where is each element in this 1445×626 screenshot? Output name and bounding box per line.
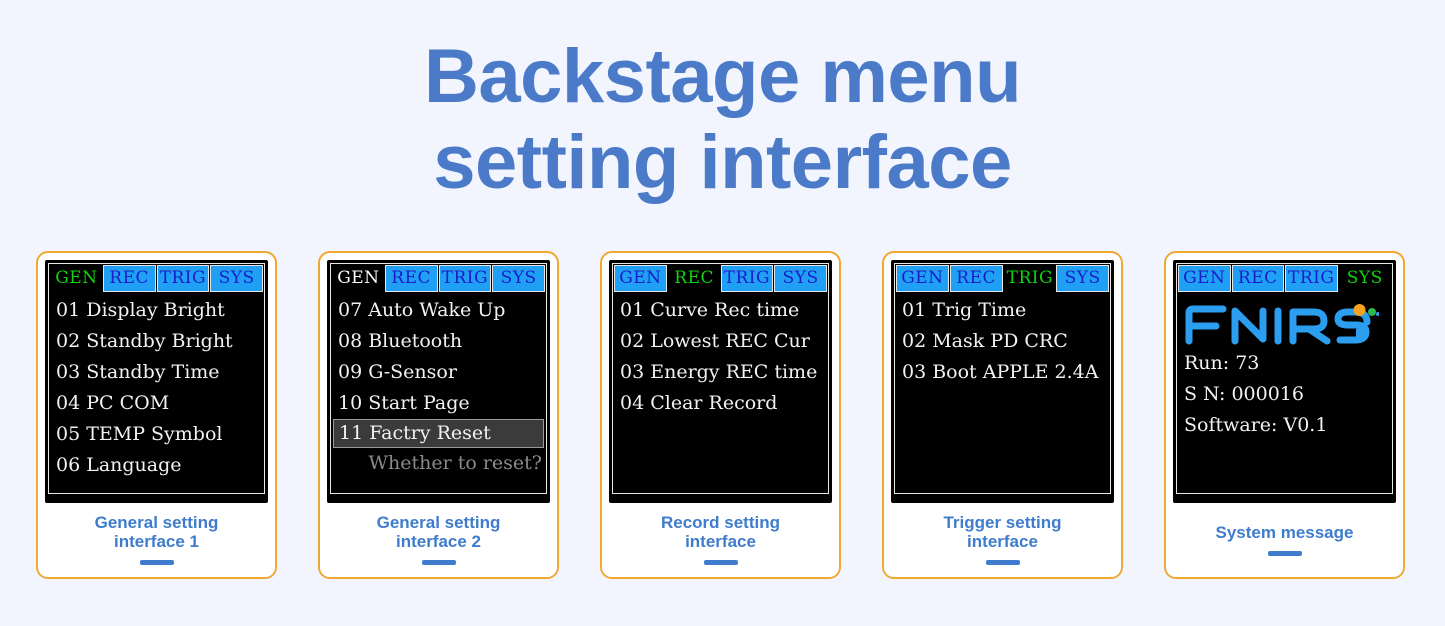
tab-gen[interactable]: GEN [614, 265, 667, 292]
menu-item[interactable]: 01 Curve Rec time [620, 299, 800, 321]
card-caption-text: Trigger setting interface [943, 513, 1062, 551]
tab-rec[interactable]: REC [949, 265, 1003, 292]
caption-underline-bar [1267, 550, 1302, 556]
menu-item[interactable]: 05 TEMP Symbol [56, 423, 223, 445]
tab-trig[interactable]: TRIG [1003, 265, 1057, 292]
menu-item[interactable]: 09 G-Sensor [338, 361, 457, 383]
tab-rec[interactable]: REC [1231, 265, 1284, 292]
tab-trig[interactable]: TRIG [720, 265, 774, 292]
system-info-row: S N: 000016 [1184, 383, 1304, 405]
menu-item[interactable]: 01 Trig Time [902, 299, 1027, 321]
menu-list: 01 Curve Rec time 02 Lowest REC Cur 03 Ene… [613, 292, 828, 493]
tab-rec[interactable]: REC [384, 265, 438, 292]
menu-list: 01 Display Bright 02 Standby Bright 03 Sta… [49, 292, 264, 493]
card-caption: Record setting interface [602, 503, 839, 577]
card-caption: System message [1166, 503, 1403, 577]
card-caption: General setting interface 1 [38, 503, 275, 577]
menu-item[interactable]: 03 Boot APPLE 2.4A [902, 361, 1099, 383]
menu-list: 07 Auto Wake Up 08 Bluetooth 09 G-Sensor 10… [331, 292, 546, 493]
tab-gen[interactable]: GEN [1178, 265, 1231, 292]
tab-sys[interactable]: SYS [1338, 265, 1391, 292]
menu-item[interactable]: 03 Energy REC time [620, 361, 818, 383]
tab-sys[interactable]: SYS [1056, 265, 1109, 292]
menu-item[interactable]: 02 Lowest REC Cur [620, 330, 810, 352]
tab-trig[interactable]: TRIG [1285, 265, 1338, 292]
page-title-line-2: setting interface [433, 120, 1012, 205]
caption-underline-bar [139, 560, 174, 565]
menu-item[interactable]: 01 Display Bright [56, 299, 225, 321]
menu-item[interactable]: 06 Language [56, 454, 182, 476]
card-caption-text: Record setting interface [660, 513, 781, 551]
page-title-line-1: Backstage menu [423, 34, 1022, 119]
fnirsi-logo [1177, 296, 1392, 348]
tab-rec[interactable]: REC [667, 265, 721, 292]
system-info-row: Run: 73 [1184, 352, 1260, 374]
menu-item[interactable]: 02 Mask PD CRC [902, 330, 1068, 352]
menu-item[interactable]: 07 Auto Wake Up [338, 299, 506, 321]
fnirsi-wordmark-icon [1185, 304, 1379, 345]
tab-sys[interactable]: SYS [774, 265, 827, 292]
card-caption-text: System message [1215, 522, 1354, 542]
menu-item[interactable]: 08 Bluetooth [338, 330, 463, 352]
card-caption: General setting interface 2 [320, 503, 557, 577]
tab-rec[interactable]: REC [102, 265, 156, 292]
tab-trig[interactable]: TRIG [156, 265, 210, 292]
menu-item[interactable]: 03 Standby Time [56, 361, 220, 383]
page-title: Backstage menu setting interface [0, 34, 1445, 206]
tab-sys[interactable]: SYS [492, 265, 545, 292]
tab-gen[interactable]: GEN [332, 265, 385, 292]
confirm-prompt: Whether to reset? [368, 452, 542, 474]
card-caption: Trigger setting interface [884, 503, 1121, 577]
card-caption-text: General setting interface 2 [376, 513, 501, 551]
card-caption-text: General setting interface 1 [94, 513, 219, 551]
tab-trig[interactable]: TRIG [438, 265, 492, 292]
menu-list: 01 Trig Time 02 Mask PD CRC 03 Boot APPLE … [895, 292, 1110, 493]
caption-underline-bar [421, 560, 456, 565]
menu-item[interactable]: 04 Clear Record [620, 392, 778, 414]
caption-underline-bar [703, 560, 738, 565]
tab-sys[interactable]: SYS [210, 265, 263, 292]
tab-gen[interactable]: GEN [896, 265, 949, 292]
menu-item-selected[interactable]: 11 Factry Reset [333, 419, 544, 448]
menu-item[interactable]: 04 PC COM [56, 392, 170, 414]
caption-underline-bar [985, 560, 1020, 565]
menu-item[interactable]: 02 Standby Bright [56, 330, 233, 352]
menu-item[interactable]: 10 Start Page [338, 392, 470, 414]
tab-gen[interactable]: GEN [50, 265, 103, 292]
system-info-row: Software: V0.1 [1184, 414, 1328, 436]
